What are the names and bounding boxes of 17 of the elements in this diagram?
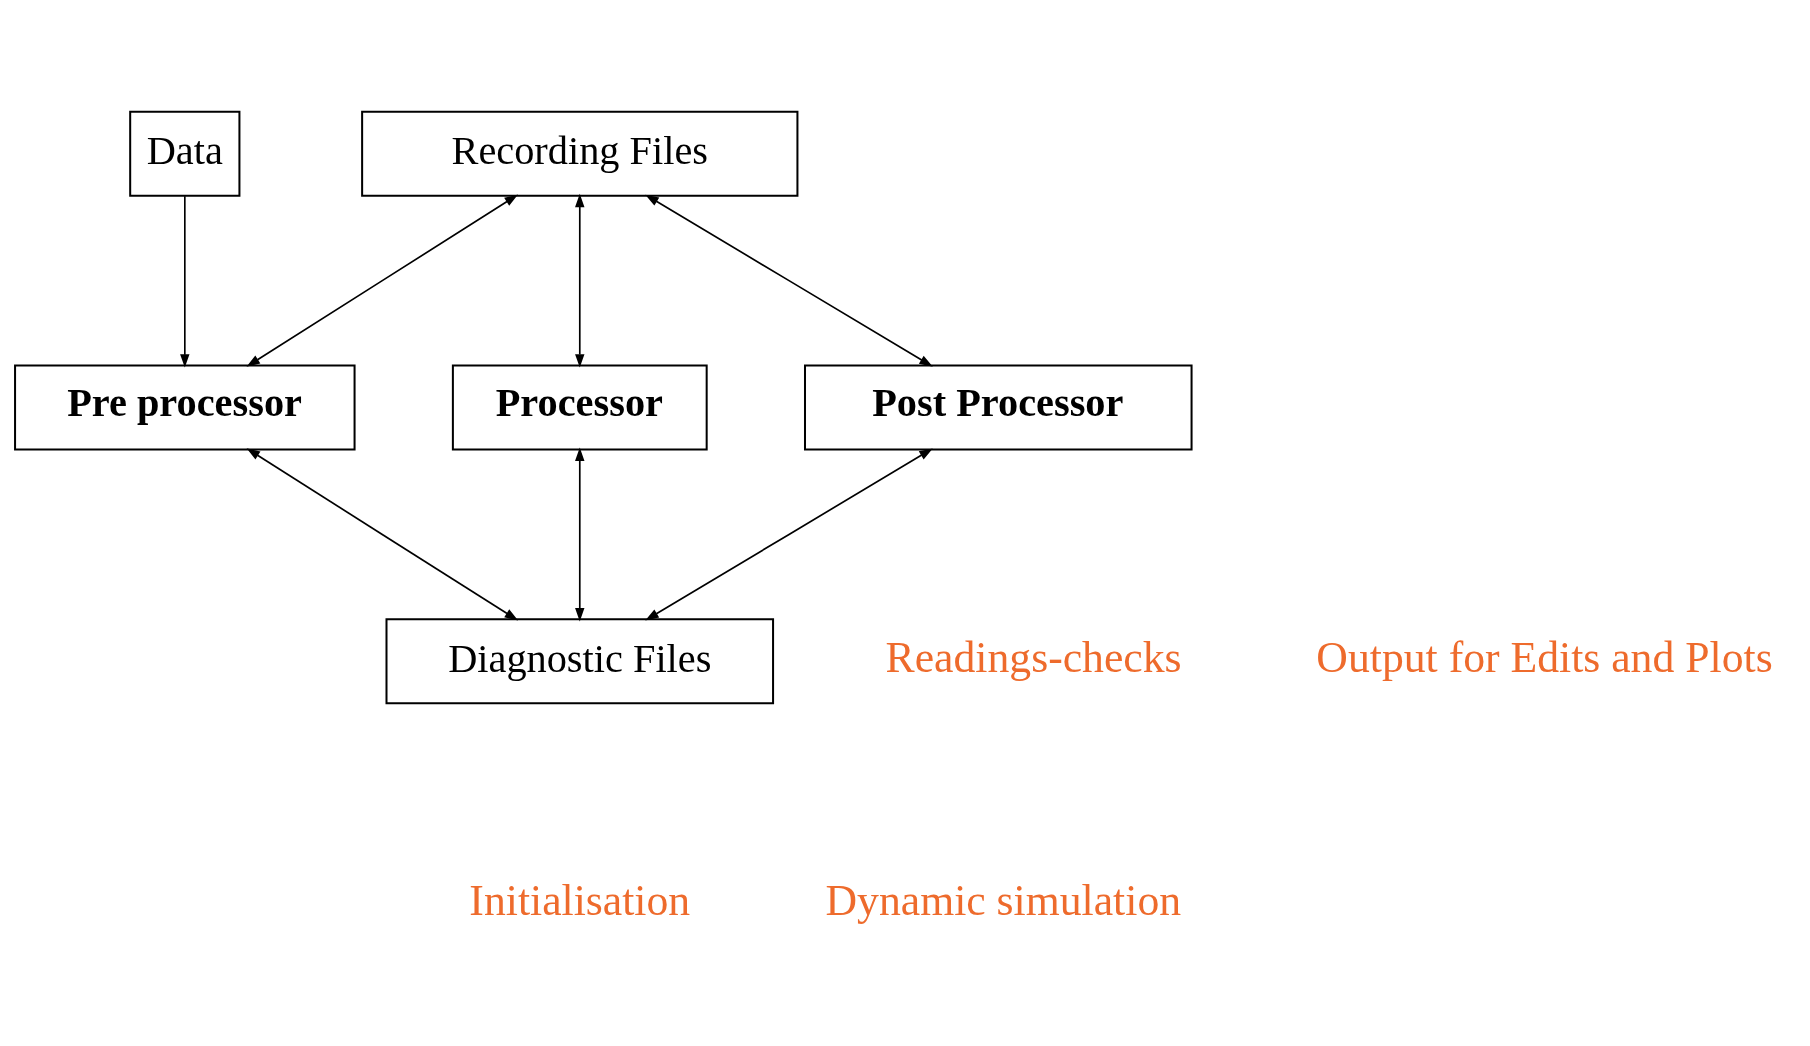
label: Readings-checks xyxy=(885,632,1182,681)
node-box: Processor xyxy=(451,364,708,451)
arrow xyxy=(180,194,190,368)
label: Dynamic simulation xyxy=(825,875,1182,924)
arrow xyxy=(645,194,933,367)
node-box: Diagnostic Files xyxy=(385,617,775,704)
arrow xyxy=(246,194,519,367)
arrow xyxy=(246,447,519,621)
node-box: Pre processor xyxy=(14,364,356,451)
arrow xyxy=(645,447,933,620)
label: Output for Edits and Plots xyxy=(1316,632,1773,681)
label: Initialisation xyxy=(469,875,691,924)
node-box: Post Processor xyxy=(804,364,1193,451)
node-box: Recording Files xyxy=(361,110,799,197)
node-box: Data xyxy=(129,110,241,197)
arrow xyxy=(575,446,585,621)
arrow xyxy=(575,193,585,368)
